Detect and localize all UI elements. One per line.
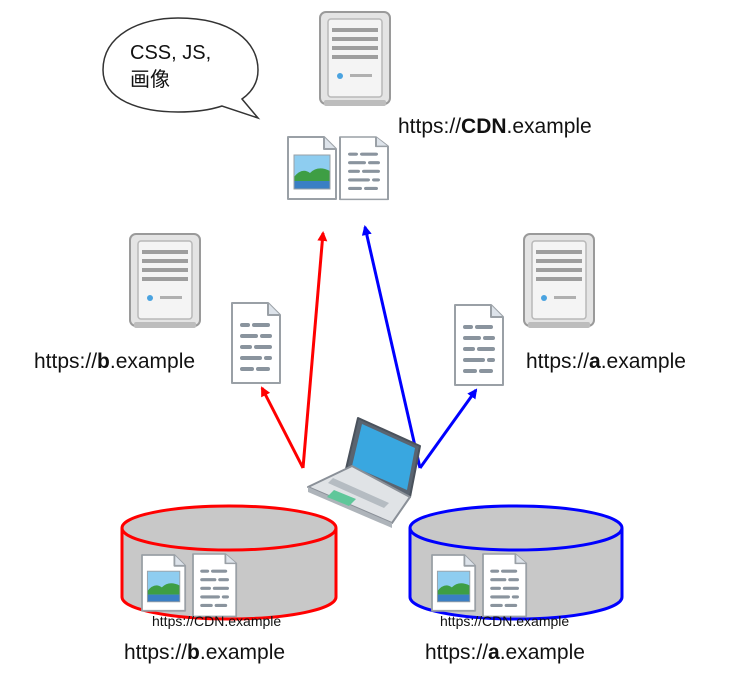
- cache-a-image-file-icon: [431, 554, 477, 612]
- cdn-image-file-icon: [287, 136, 337, 200]
- cdn-server-label: https://CDN.example: [398, 115, 592, 138]
- bubble-line-1: CSS, JS,: [130, 42, 211, 64]
- cache-b-document-icon: [191, 552, 238, 619]
- laptop-icon: [307, 417, 421, 528]
- cache-a-caption: https://CDN.example: [440, 613, 569, 629]
- server-b-icon: [129, 233, 201, 329]
- cache-b-caption: https://CDN.example: [152, 613, 281, 629]
- cdn-server-icon: [319, 11, 391, 107]
- speech-bubble: CSS, JS, 画像: [102, 17, 261, 120]
- arrow-laptop-to-cdn-blue: [361, 225, 422, 469]
- cache-b-label: https://b.example: [124, 641, 285, 664]
- arrow-laptop-to-a: [418, 388, 478, 469]
- server-b-label: https://b.example: [34, 350, 195, 373]
- arrow-laptop-to-b: [260, 386, 305, 469]
- server-a-document-icon: [453, 303, 505, 387]
- server-a-label: https://a.example: [526, 350, 686, 373]
- cache-b-image-file-icon: [141, 554, 187, 612]
- bubble-line-2: 画像: [130, 68, 170, 91]
- cache-a-label: https://a.example: [425, 641, 585, 664]
- server-b-document-icon: [230, 301, 282, 385]
- cache-a-document-icon: [481, 552, 529, 619]
- cdn-document-icon: [338, 135, 390, 202]
- arrow-laptop-to-cdn-red: [301, 231, 328, 469]
- server-a-icon: [523, 233, 595, 329]
